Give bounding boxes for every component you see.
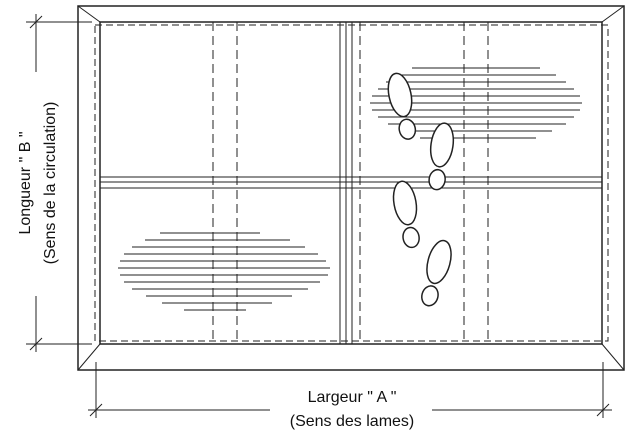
mat-frame	[77, 5, 625, 371]
footprint-icon	[389, 178, 425, 250]
horizontal-separator	[100, 176, 602, 189]
width-sublabel: (Sens des lames)	[290, 413, 415, 430]
vertical-separator	[339, 22, 353, 344]
length-dimension-line	[26, 14, 92, 352]
width-label: Largeur " A "	[308, 389, 397, 406]
dirt-hatching-right	[370, 67, 582, 139]
width-dimension-line	[88, 362, 612, 418]
footprint-icon	[415, 237, 457, 310]
length-label: Longueur " B "	[17, 132, 34, 235]
dashed-slat-lines	[212, 22, 489, 344]
length-sublabel: (Sens de la circulation)	[42, 102, 59, 265]
footprint-icon	[424, 120, 457, 192]
dirt-hatching-left	[118, 232, 330, 311]
